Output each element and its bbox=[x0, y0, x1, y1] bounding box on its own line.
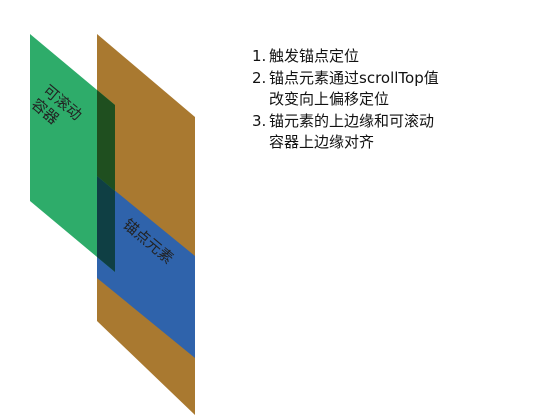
step-text-continued: 容器上边缘对齐 bbox=[269, 133, 375, 151]
step-number: 2. bbox=[252, 69, 267, 87]
step-number: 3. bbox=[252, 112, 267, 130]
step-text: 锚点元素通过scrollTop值 bbox=[269, 69, 439, 87]
step-item-3: 3.锚元素的上边缘和可滚动 容器上边缘对齐 bbox=[252, 111, 552, 153]
step-number: 1. bbox=[252, 47, 267, 65]
step-text: 锚元素的上边缘和可滚动 bbox=[269, 112, 435, 130]
steps-list: 1.触发锚点定位 2.锚点元素通过scrollTop值 改变向上偏移定位 3.锚… bbox=[252, 46, 552, 154]
anchor-element-shape bbox=[97, 176, 195, 358]
container-document-overlap bbox=[97, 90, 115, 191]
step-text: 触发锚点定位 bbox=[269, 47, 360, 65]
step-item-1: 1.触发锚点定位 bbox=[252, 46, 552, 67]
step-text-continued: 改变向上偏移定位 bbox=[269, 90, 390, 108]
step-item-2: 2.锚点元素通过scrollTop值 改变向上偏移定位 bbox=[252, 68, 552, 110]
scroll-container-shape bbox=[30, 34, 115, 272]
container-anchor-overlap bbox=[97, 176, 115, 272]
